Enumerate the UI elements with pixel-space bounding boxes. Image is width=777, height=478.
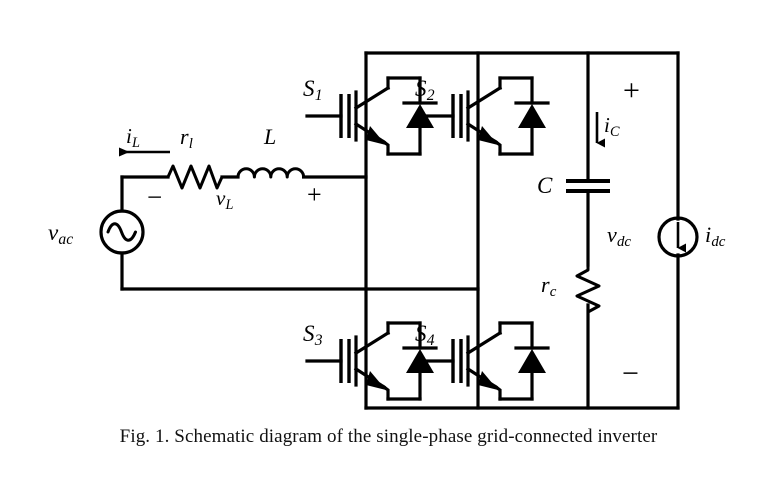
s3-emitter-arrow xyxy=(366,371,386,390)
label-s1: S1 xyxy=(303,76,323,105)
label-s2: S2 xyxy=(415,76,435,105)
label-c: C xyxy=(537,173,553,198)
s4-collector-lead xyxy=(465,330,503,356)
dc-current-source-group xyxy=(657,216,699,258)
label-rl: rl xyxy=(180,124,193,153)
ac-source-group xyxy=(99,175,145,291)
polarity-minus-vdc: − xyxy=(622,357,639,390)
dc-current-source-symbol xyxy=(657,216,699,258)
ac-sine-icon xyxy=(106,222,137,242)
s3-collector-lead xyxy=(353,330,391,356)
s2-diode-triangle xyxy=(518,104,546,128)
s4-emitter-riser xyxy=(493,384,502,401)
label-s4: S4 xyxy=(415,321,435,350)
polarity-minus-vl: − xyxy=(147,182,163,212)
label-vac: vac xyxy=(48,220,74,249)
polarity-plus-vdc: + xyxy=(623,74,640,107)
polarity-plus-vl: + xyxy=(307,180,322,209)
ac-line-top xyxy=(119,147,368,190)
resistor-rl-symbol xyxy=(166,164,224,190)
label-vl: vL xyxy=(216,186,234,213)
s2-emitter-riser xyxy=(493,139,502,156)
inductor-L-symbol xyxy=(236,167,306,179)
s2-emitter-arrow xyxy=(478,126,498,145)
label-ic: iC xyxy=(604,113,620,140)
dc-capacitor-group xyxy=(566,112,610,314)
s2-collector-lead xyxy=(465,85,503,111)
switch-s2-group xyxy=(417,76,550,156)
switch-s1-group xyxy=(305,76,438,156)
s4-emitter-arrow xyxy=(478,371,498,390)
figure-caption: Fig. 1. Schematic diagram of the single-… xyxy=(119,426,658,447)
label-vdc: vdc xyxy=(607,222,632,251)
label-s3: S3 xyxy=(303,321,323,350)
s4-diode-triangle xyxy=(518,349,546,373)
s1-emitter-arrow xyxy=(366,126,386,145)
label-l: L xyxy=(264,124,277,149)
s1-collector-lead xyxy=(353,85,391,111)
label-il: iL xyxy=(126,124,140,151)
bridge-frame xyxy=(364,51,680,410)
s1-emitter-riser xyxy=(381,139,390,156)
switch-s4-group xyxy=(417,321,550,401)
label-idc: idc xyxy=(705,222,726,251)
s3-emitter-riser xyxy=(381,384,390,401)
label-rc: rc xyxy=(541,272,557,301)
resistor-rc-symbol xyxy=(575,263,601,314)
